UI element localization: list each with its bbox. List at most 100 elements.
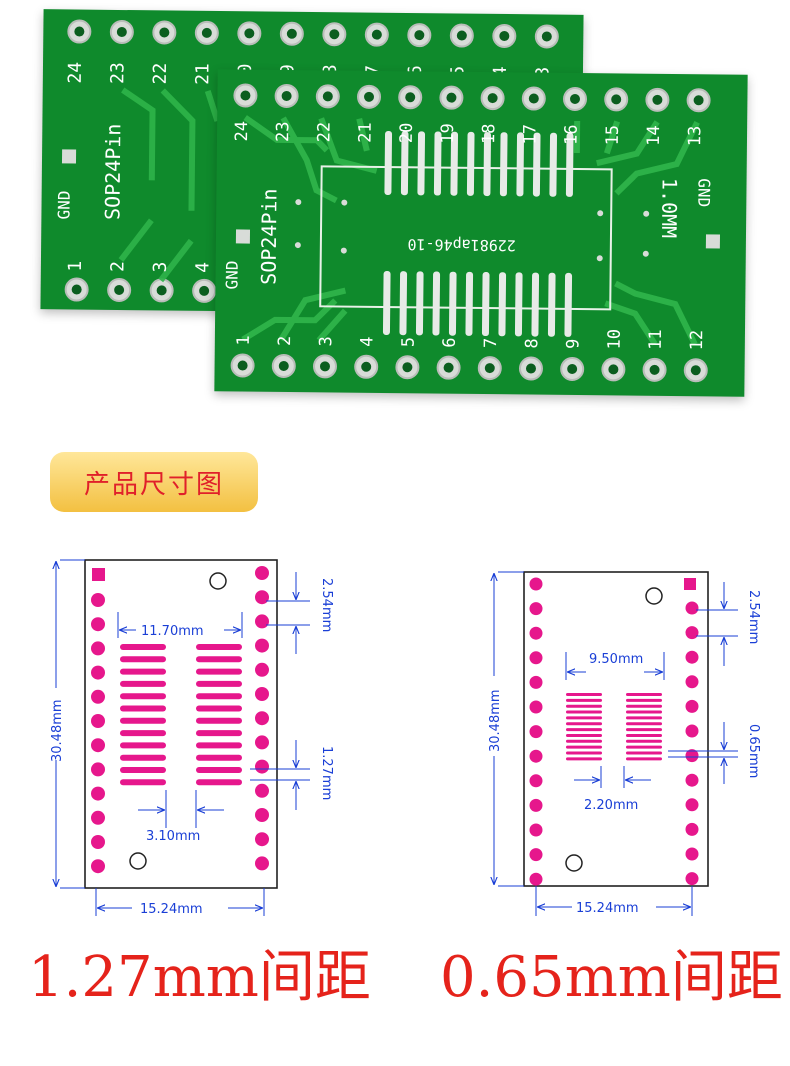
smd-pad xyxy=(196,717,242,724)
sop-finger-pad xyxy=(382,271,391,336)
hole-dot xyxy=(685,773,699,787)
sop-finger-pad xyxy=(547,272,556,337)
through-hole-pad-drill xyxy=(456,30,467,41)
dimension-diagram-left: 30.48mm 15.24mm 11.70mm 2.54mm 1.27mm 3.… xyxy=(50,559,334,917)
pin-number-label: 6 xyxy=(440,337,460,347)
pin-number-label: 24 xyxy=(65,62,86,84)
pin-number-label: 3 xyxy=(316,336,336,346)
pin-number-label: 20 xyxy=(397,123,417,144)
through-hole-pad-drill xyxy=(567,363,578,374)
smd-pad xyxy=(626,728,662,732)
hole-dot xyxy=(685,872,699,886)
through-hole-pad-drill xyxy=(286,28,297,39)
smd-pad xyxy=(566,739,602,743)
pin-number-label: 21 xyxy=(356,122,376,143)
hole-dot xyxy=(91,665,105,680)
hole-dot xyxy=(91,593,105,607)
hole-dot xyxy=(685,675,699,689)
pin-number-label: 1 xyxy=(65,261,86,272)
hole-dot xyxy=(529,602,543,616)
sop-finger-pad xyxy=(531,272,540,337)
right-pad-span-label: 9.50mm xyxy=(589,652,643,667)
smd-pad xyxy=(120,754,166,761)
smd-pad xyxy=(566,704,602,708)
through-hole-pad-drill xyxy=(693,95,704,106)
hole-dot xyxy=(255,711,269,726)
pin-number-label: 5 xyxy=(399,337,419,347)
hole-dot xyxy=(91,786,105,801)
pin-number-label: 12 xyxy=(687,330,707,351)
hole-dot xyxy=(91,738,105,753)
through-hole-pad-drill xyxy=(237,360,248,371)
hole-dot xyxy=(255,856,269,871)
pin-number-label: 1 xyxy=(234,335,254,345)
pin-number-label: 24 xyxy=(232,121,252,142)
left-hole-pitch-label: 2.54mm xyxy=(319,578,334,632)
hole-dot xyxy=(529,749,543,763)
hole-dot xyxy=(529,774,543,788)
smd-pad xyxy=(566,733,602,737)
hole-dot xyxy=(529,823,543,837)
sop-finger-pad xyxy=(483,132,492,197)
front-gnd-right: GND xyxy=(694,178,713,207)
through-hole-pad-drill xyxy=(402,362,413,373)
sop-finger-pad xyxy=(433,131,442,196)
smd-pad xyxy=(626,698,662,702)
smd-pad xyxy=(120,767,166,773)
left-pad-pitch-label: 1.27mm xyxy=(319,746,334,800)
smd-pad xyxy=(196,742,242,749)
through-hole-pad-drill xyxy=(322,91,333,102)
through-hole-pad-drill xyxy=(201,27,212,38)
pin-number-label: 14 xyxy=(644,125,664,146)
pin-number-label: 2 xyxy=(107,261,128,272)
hole-dot xyxy=(91,810,105,825)
smd-pad xyxy=(196,644,242,650)
hole-dot xyxy=(255,590,269,605)
back-gnd-label: GND xyxy=(54,190,73,219)
pin-number-label: 16 xyxy=(562,124,582,145)
hole-dot xyxy=(529,798,543,812)
sop-finger-pad xyxy=(448,271,457,336)
hole-dot xyxy=(255,759,269,774)
hole-dot xyxy=(529,848,543,862)
hole-dot xyxy=(685,650,699,664)
hole-dot xyxy=(255,566,269,580)
hole-dot xyxy=(685,822,699,836)
smd-pad xyxy=(566,745,602,749)
pin-number-label: 23 xyxy=(273,121,293,142)
through-hole-pad-drill xyxy=(405,92,416,103)
hole-dot xyxy=(529,675,543,689)
hole-dot xyxy=(685,626,699,640)
front-side-text: SOP24Pin xyxy=(256,188,281,285)
sop-finger-pad xyxy=(450,131,459,196)
smd-pad xyxy=(196,680,242,687)
smd-pad xyxy=(196,779,242,786)
sop-finger-pad xyxy=(532,132,541,197)
through-hole-pad-drill xyxy=(652,94,663,105)
through-hole-pad-drill xyxy=(484,363,495,374)
through-hole-pad-drill xyxy=(278,360,289,371)
sop-finger-pad xyxy=(415,271,424,336)
hole-dot xyxy=(685,749,699,763)
hole-dot xyxy=(685,724,699,738)
through-hole-pad-drill xyxy=(281,90,292,101)
hole-dot xyxy=(529,626,543,640)
front-gnd-left: GND xyxy=(222,260,241,289)
smd-pad xyxy=(196,656,242,663)
through-hole-pad-drill xyxy=(443,362,454,373)
smd-pad xyxy=(626,710,662,714)
pin-number-label: 9 xyxy=(563,339,583,349)
hole-dot xyxy=(255,662,269,677)
hole-dot xyxy=(91,689,105,704)
pin-number-label: 19 xyxy=(438,123,458,144)
right-gap-label: 2.20mm xyxy=(584,798,638,813)
pin-number-label: 15 xyxy=(603,125,623,146)
dimension-diagram-right: 30.48mm 15.24mm 9.50mm 2.54mm 0.65mm 2.2… xyxy=(488,571,761,916)
left-pad-span-label: 11.70mm xyxy=(141,624,204,639)
left-gap-label: 3.10mm xyxy=(146,829,200,844)
pin-number-label: 21 xyxy=(192,63,213,85)
hole-dot xyxy=(685,699,699,713)
through-hole-pad-drill xyxy=(159,27,170,38)
through-hole-pad-drill xyxy=(329,29,340,40)
through-hole-pad-drill xyxy=(114,284,125,295)
